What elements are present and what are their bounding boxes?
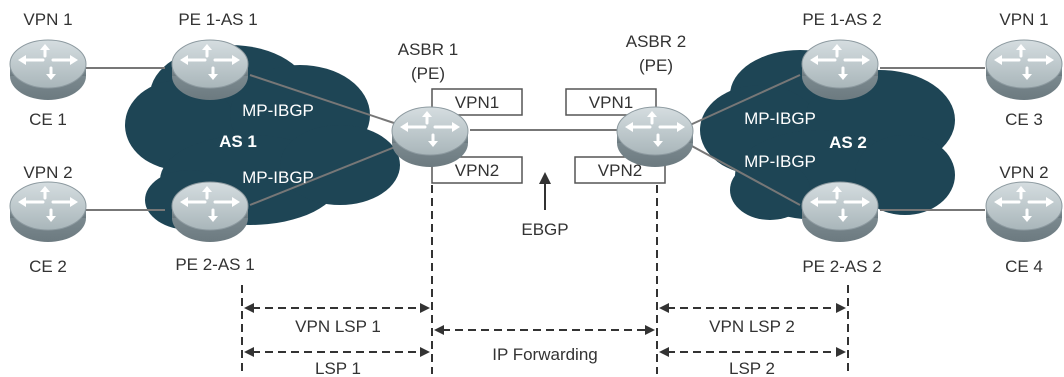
as2-cloud	[700, 50, 955, 220]
vpn2-right-label: VPN 2	[999, 163, 1048, 182]
vpn2-left-label: VPN 2	[23, 163, 72, 182]
as2-mp-ibgp-lower: MP-IBGP	[744, 152, 816, 171]
as1-cloud	[125, 45, 400, 230]
router-icon-ce3	[984, 38, 1064, 102]
links	[85, 67, 985, 211]
pe2-as1-label: PE 2-AS 1	[175, 255, 254, 274]
link-pe1as1-asbr1	[249, 74, 401, 126]
pe1-as2-label: PE 1-AS 2	[802, 10, 881, 29]
vpn-lsp2-label: VPN LSP 2	[709, 317, 795, 336]
ce4-label: CE 4	[1005, 257, 1043, 276]
ce2-label: CE 2	[29, 257, 67, 276]
vpn-lsp1-label: VPN LSP 1	[295, 317, 381, 336]
as1-mp-ibgp-upper: MP-IBGP	[242, 101, 314, 120]
as1-name: AS 1	[219, 132, 257, 151]
router-icon-asbr2	[615, 105, 695, 169]
asbr2-pe-label: (PE)	[639, 56, 673, 75]
router-icon-asbr1	[390, 105, 470, 169]
lsp2-label: LSP 2	[729, 359, 775, 377]
as2-name: AS 2	[829, 133, 867, 152]
vrf-label-asbr2-vpn1: VPN1	[589, 93, 633, 112]
asbr1-label: ASBR 1	[398, 40, 458, 59]
vrf-label-asbr2-vpn2: VPN2	[598, 161, 642, 180]
vrf-label-asbr1-vpn2: VPN2	[455, 161, 499, 180]
ip-forwarding-label: IP Forwarding	[492, 345, 598, 364]
asbr1-pe-label: (PE)	[411, 64, 445, 83]
ebgp-label: EBGP	[521, 220, 568, 239]
span-guides	[241, 185, 849, 374]
link-asbr2-pe1as2	[689, 74, 801, 126]
router-icon-pe1-as2	[800, 38, 880, 102]
pe2-as2-label: PE 2-AS 2	[802, 257, 881, 276]
as1-mp-ibgp-lower: MP-IBGP	[242, 168, 314, 187]
link-asbr2-pe2as2	[689, 144, 801, 206]
ce3-label: CE 3	[1005, 110, 1043, 129]
span-arrowheads	[244, 303, 846, 357]
router-icon-ce2	[8, 180, 88, 244]
router-icon-pe2-as1	[170, 180, 250, 244]
as2-mp-ibgp-upper: MP-IBGP	[744, 109, 816, 128]
pe1-as1-label: PE 1-AS 1	[178, 10, 257, 29]
vpn1-right-label: VPN 1	[999, 10, 1048, 29]
router-icon-ce4	[984, 180, 1064, 244]
router-icon-pe1-as1	[170, 38, 250, 102]
vpn1-left-label: VPN 1	[23, 10, 72, 29]
ce1-label: CE 1	[29, 110, 67, 129]
link-pe2as1-asbr1	[249, 144, 401, 206]
ebgp-arrow-icon	[539, 172, 551, 210]
router-icon-ce1	[8, 38, 88, 102]
span-arrows	[252, 307, 838, 353]
lsp1-label: LSP 1	[315, 359, 361, 377]
asbr2-label: ASBR 2	[626, 32, 686, 51]
router-icon-pe2-as2	[800, 180, 880, 244]
vrf-label-asbr1-vpn1: VPN1	[455, 93, 499, 112]
